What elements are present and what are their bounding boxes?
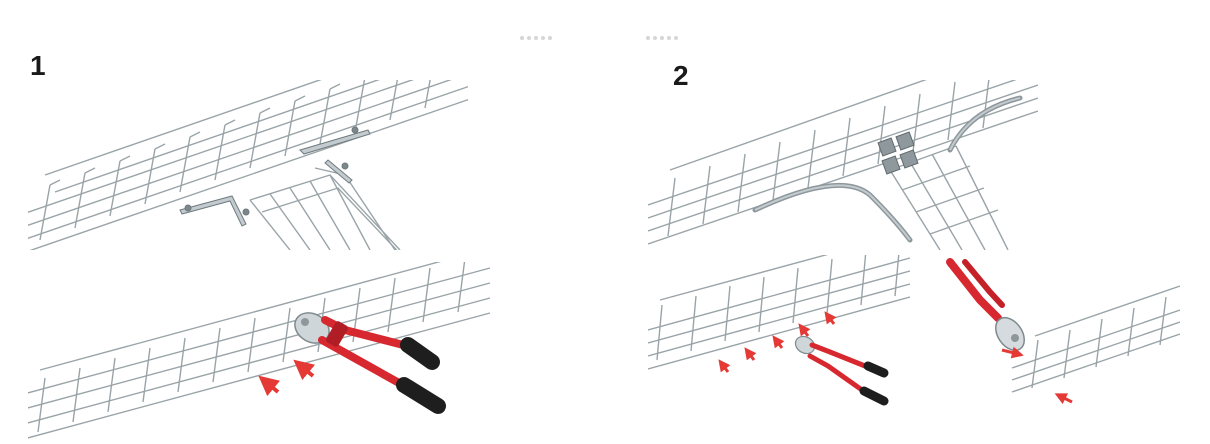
- wire-tray-branch: [249, 167, 401, 250]
- connector-plate-icon: [877, 131, 919, 175]
- wire-tray-t-junction: [648, 80, 1038, 250]
- wire-tray-cut: [28, 262, 491, 439]
- curved-side-plate-inner: [754, 97, 1021, 241]
- bolt-cutter-icon-small: [794, 335, 889, 406]
- bolt-cutter-icon-large: [946, 258, 1026, 352]
- step-2-illustration: [648, 80, 1180, 406]
- arrow-icon: [718, 311, 837, 373]
- arrow-icon: [258, 359, 316, 397]
- step-number-2: 2: [673, 60, 689, 91]
- pager-dots-right: [646, 36, 678, 42]
- step-number-1: 1: [30, 50, 46, 81]
- bolt-cutter-icon: [294, 312, 446, 414]
- wire-tray-main: [28, 80, 468, 250]
- wire-tray-right: [1011, 285, 1180, 393]
- wire-tray-left: [648, 255, 911, 370]
- connector-bracket: [179, 126, 371, 227]
- step-1-illustration: [28, 80, 491, 439]
- arrow-icon: [1001, 346, 1073, 405]
- pager-dots-left: [520, 36, 552, 42]
